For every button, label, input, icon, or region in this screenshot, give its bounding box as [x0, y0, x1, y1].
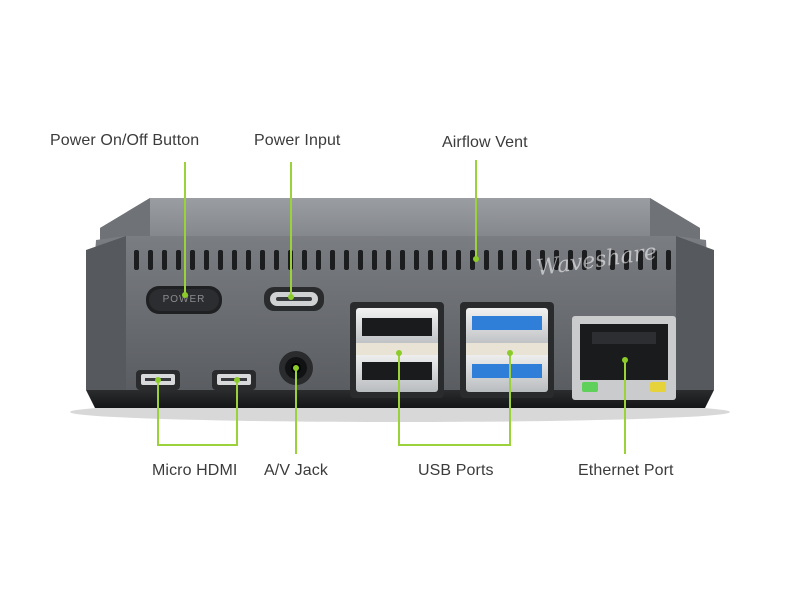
- callout-line-power-button: [184, 162, 186, 296]
- power-button-shape: [146, 286, 222, 314]
- callout-dot-power-input: [288, 294, 294, 300]
- label-micro-hdmi: Micro HDMI: [152, 462, 238, 479]
- callout-dot-usb-1: [396, 350, 402, 356]
- callout-dot-airflow-vent: [473, 256, 479, 262]
- callout-line-airflow-vent: [475, 160, 477, 260]
- callout-dot-ethernet: [622, 357, 628, 363]
- label-power-input: Power Input: [254, 132, 341, 149]
- callout-line-power-input: [290, 162, 292, 298]
- airflow-vent-slots: [134, 250, 671, 270]
- callout-line-hdmi-1: [157, 380, 159, 446]
- callout-dot-av-jack: [293, 365, 299, 371]
- callout-line-usb-bar: [398, 444, 511, 446]
- power-button-label: POWER: [162, 294, 206, 305]
- label-usb-ports: USB Ports: [418, 462, 494, 479]
- label-ethernet-port: Ethernet Port: [578, 462, 674, 479]
- callout-line-hdmi-bar: [157, 444, 238, 446]
- callout-dot-usb-2: [507, 350, 513, 356]
- callout-dot-hdmi-2: [234, 377, 240, 383]
- label-airflow-vent: Airflow Vent: [442, 134, 528, 151]
- callout-dot-power-button: [182, 292, 188, 298]
- callout-line-hdmi-2: [236, 380, 238, 446]
- callout-dot-hdmi-1: [155, 377, 161, 383]
- callout-line-usb-1: [398, 352, 400, 446]
- label-power-button: Power On/Off Button: [50, 132, 200, 149]
- callout-line-ethernet: [624, 360, 626, 454]
- callout-line-av-jack: [295, 368, 297, 454]
- callout-line-usb-2: [509, 352, 511, 446]
- label-av-jack: A/V Jack: [264, 462, 328, 479]
- usb-c-port-shape: [264, 287, 324, 311]
